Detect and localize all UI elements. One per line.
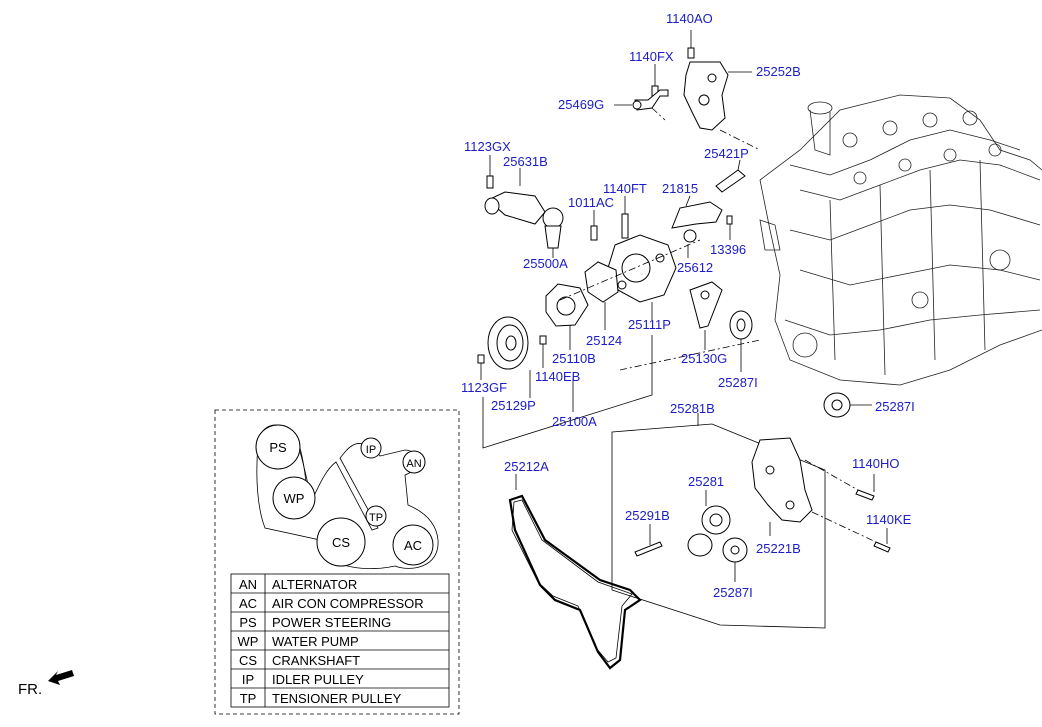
label-25421p: 25421P — [704, 146, 749, 161]
legend-code: TP — [240, 691, 257, 706]
bolt-13396 — [726, 215, 733, 240]
pump-body-25111p — [607, 234, 677, 320]
pulley-cs — [316, 517, 366, 567]
label-1011ac: 1011AC — [568, 195, 614, 210]
legend-code: CS — [239, 653, 257, 668]
bolt-1140ho — [804, 459, 875, 501]
label-25631b: 25631B — [503, 154, 548, 169]
legend-name: WATER PUMP — [272, 634, 359, 649]
legend-code: AN — [239, 577, 257, 592]
pulley-wp — [272, 476, 316, 520]
front-arrow-icon — [48, 670, 74, 685]
bracket-25252b — [683, 61, 752, 131]
legend-code: PS — [239, 615, 257, 630]
label-25129p: 25129P — [491, 398, 536, 413]
label-25124: 25124 — [586, 333, 622, 348]
front-label: FR. — [18, 681, 42, 698]
bolt-1140ft — [621, 196, 629, 239]
pulley-ac — [392, 524, 434, 566]
label-1140ke: 1140KE — [866, 512, 912, 527]
label-1140eb: 1140EB — [535, 369, 580, 384]
bolt-1140ao — [687, 30, 695, 59]
tensioner-group — [611, 413, 826, 629]
label-1123gf: 1123GF — [461, 380, 507, 395]
legend-code: AC — [239, 596, 257, 611]
label-25281b: 25281B — [670, 401, 715, 416]
pulley-ac-label: AC — [404, 538, 422, 553]
label-1140fx: 1140FX — [629, 49, 674, 64]
label-25287i-c: 25287I — [713, 585, 753, 600]
crank-pulley-25129p — [487, 316, 529, 370]
idler-25287i-b — [823, 392, 872, 418]
group-line-25100a — [482, 335, 653, 449]
bolt-1140eb — [539, 335, 547, 368]
label-25291b: 25291B — [625, 508, 670, 523]
bolt-1011ac — [590, 210, 598, 241]
legend-code: IP — [242, 672, 254, 687]
legend-name: IDLER PULLEY — [272, 672, 364, 687]
pulley-ip-label: IP — [366, 444, 376, 456]
engine-block — [759, 94, 1042, 386]
label-25252b: 25252B — [756, 64, 801, 79]
label-25100a: 25100A — [552, 414, 597, 429]
belt-routing-box: PS IP AN WP TP CS AC — [214, 409, 460, 715]
bracket-25130g — [689, 281, 723, 350]
gasket-25124 — [584, 261, 619, 330]
label-21815: 21815 — [662, 181, 698, 196]
label-25110b: 25110B — [552, 351, 596, 366]
bolt-1140ke — [811, 511, 891, 553]
label-25281: 25281 — [688, 474, 724, 489]
pulley-an — [402, 450, 426, 474]
pulley-tp-label: TP — [369, 512, 383, 524]
legend-name: AIR CON COMPRESSOR — [272, 596, 424, 611]
housing-25631b — [484, 168, 546, 225]
label-25130g: 25130G — [681, 351, 727, 366]
legend-name: POWER STEERING — [272, 615, 391, 630]
pulley-ps-label: PS — [269, 440, 287, 455]
bolt-1123gx — [486, 155, 494, 189]
pump-25110b — [545, 283, 589, 350]
hose-25421p — [715, 159, 746, 193]
label-25212a: 25212A — [504, 459, 549, 474]
label-25287i-b: 25287I — [875, 399, 915, 414]
pulley-wp-label: WP — [284, 491, 305, 506]
legend-name: TENSIONER PULLEY — [272, 691, 402, 706]
label-25111p: 25111P — [628, 317, 671, 332]
pulley-cs-label: CS — [332, 535, 350, 550]
legend-code: WP — [238, 634, 259, 649]
label-1140ft: 1140FT — [603, 181, 647, 196]
pipe-25469g — [614, 89, 669, 121]
pipe-21815 — [671, 195, 723, 243]
label-25287i-a: 25287I — [718, 375, 758, 390]
pulley-ps — [255, 424, 301, 470]
label-1140ho: 1140HO — [852, 456, 899, 471]
label-1123gx: 1123GX — [464, 139, 511, 154]
thermostat-25500a — [542, 207, 564, 258]
label-13396: 13396 — [710, 242, 746, 257]
legend-name: ALTERNATOR — [272, 577, 357, 592]
belt-25212a — [508, 474, 642, 670]
label-25221b: 25221B — [756, 541, 801, 556]
front-indicator: FR. — [18, 670, 74, 698]
label-25612: 25612 — [677, 260, 713, 275]
pulley-tp — [365, 505, 387, 527]
label-25500a: 25500A — [523, 256, 568, 271]
legend-name: CRANKSHAFT — [272, 653, 360, 668]
legend-table: AN ALTERNATOR AC AIR CON COMPRESSOR PS P… — [230, 573, 450, 708]
pulley-ip — [360, 437, 382, 459]
label-1140ao: 1140AO — [666, 11, 713, 26]
part-labels: 1140AO 1140FX 25252B 25469G 1123GX 25631… — [461, 11, 915, 600]
pulley-an-label: AN — [406, 458, 421, 470]
label-25469g: 25469G — [558, 97, 604, 112]
idler-25287i-a — [729, 310, 753, 372]
bolt-1123gf — [477, 354, 485, 380]
